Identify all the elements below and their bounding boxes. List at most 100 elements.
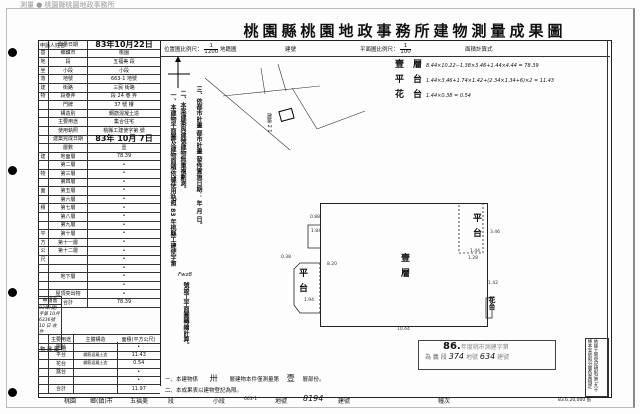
lot-boundary	[316, 110, 366, 130]
scale-num: 1	[204, 43, 219, 50]
building-no-label: 建號	[285, 47, 297, 53]
row-value: •	[122, 282, 126, 289]
stamp-lot-number: 374	[448, 352, 465, 361]
lot-boundary	[291, 87, 318, 130]
row-value: 壹	[121, 144, 127, 151]
location-map	[168, 56, 366, 151]
row-value: •	[122, 170, 126, 177]
table-row: 層數壹	[38, 143, 160, 153]
formula-label: 平 台	[395, 75, 423, 85]
note-floor: 壹	[286, 374, 295, 383]
table-row: 第六層•	[38, 194, 160, 205]
row-group: 公	[40, 248, 46, 255]
row-value: 37 號 樓	[114, 101, 134, 108]
row-value: •	[122, 196, 126, 203]
bottom-subsection-label: 小段	[213, 398, 226, 405]
annex-area: •	[137, 377, 141, 384]
row-value: •	[122, 213, 126, 220]
annex-row: •	[38, 376, 160, 386]
row-value: 83年 10月 7日	[95, 134, 153, 144]
map-sheet-label: 地籍圖	[220, 47, 237, 53]
row-value: 78.39	[116, 299, 132, 306]
table-row: 建築完成日期 83年 10月 7日	[38, 134, 160, 145]
plan-extensions	[293, 203, 493, 319]
table-row: 建街路 三民 街路	[38, 83, 160, 93]
row-group: 平	[40, 230, 46, 237]
row-label: 段	[48, 57, 88, 66]
applicant-label: 申請人姓名	[40, 43, 66, 49]
row-label: 地面層	[48, 151, 88, 161]
row-value: •	[122, 204, 126, 211]
stamp-text: 為 義 段	[425, 354, 447, 361]
flower-bed-label: 花台	[488, 296, 496, 310]
table-row: 第四層•	[38, 177, 160, 188]
formula-expression: 8.44×10.22−1.38×3.46+1.44×4.44 = 78.39	[426, 63, 539, 69]
scale-den: 1200	[204, 49, 219, 55]
row-group: 地	[40, 58, 46, 65]
print-info: 83.6.20,000 張	[558, 398, 592, 403]
dim-label: 1.84	[311, 229, 322, 234]
row-label: 街路	[48, 83, 88, 92]
table-row: 積第七層 •	[38, 203, 160, 213]
row-label: 第九層	[48, 220, 88, 230]
table-row: 物第三層•	[38, 169, 160, 179]
table-row: 平第十層 •	[38, 229, 160, 239]
table-row: 尺•	[38, 255, 160, 265]
note-3: 三、依都市計畫 都市計畫 發佈實施日期： 年 月 日。	[194, 86, 203, 316]
footer-note-1: 一、本建物係 卅 層建物本件僅測量第 壹 層部份。	[165, 373, 325, 384]
row-group: 尺	[40, 256, 46, 263]
annex-structure	[74, 342, 118, 351]
formula-label: 花 台	[395, 90, 423, 100]
note-1: 一、本建物平面圖及建物面積依據使用執照 83 年桃縣工建使字第	[168, 92, 177, 332]
annex-use: 合計	[48, 384, 74, 393]
row-group: 建	[40, 84, 46, 91]
table-row: 方第十一層•	[38, 237, 160, 248]
table-row: 公第十二層•	[38, 246, 160, 256]
annex-use: 露台	[48, 367, 74, 376]
table-row: 構造別鋼筋混凝土造	[38, 108, 160, 119]
row-value: 三民 街路	[113, 84, 135, 91]
stamp-building-number: 634	[479, 352, 496, 361]
row-value: •	[122, 178, 126, 185]
row-label: 第八層	[48, 212, 88, 221]
row-group: 落	[40, 76, 46, 83]
row-value: •	[122, 264, 126, 271]
bottom-section: 五福美	[130, 398, 149, 405]
table-row: 使用執照桃縣工建使字第 號	[38, 126, 160, 136]
row-label: 建築完成日期	[48, 134, 88, 144]
deck-right-label: 平台	[471, 213, 481, 243]
annex-structure: 鋼筋混凝土造	[74, 359, 118, 368]
dim-label: 1.28	[468, 256, 479, 261]
deck-left-outline	[293, 262, 320, 314]
row-value: •	[122, 230, 126, 237]
row-label: 第七層	[48, 203, 88, 212]
row-label: 第十二層	[48, 246, 88, 255]
row-value: 段 24 巷 弄	[110, 93, 138, 100]
application-box: 申請書 83年(建)字第 10月6336號 10 日 收件	[38, 296, 62, 350]
bottom-section-label: 段	[168, 398, 175, 405]
row-label: 第十一層	[48, 237, 88, 247]
formula-expression: 1.44×3.46+1.74×1.42+(2.34×1.34+6)×2 = 11…	[426, 78, 555, 84]
stamp-year: 86.	[443, 341, 461, 352]
table-row: 物段巷弄段 24 巷 弄	[38, 91, 160, 102]
row-group: 積	[40, 205, 46, 212]
annex-structure	[74, 384, 118, 393]
note-1-text: 一、本建物平面圖及建物面積依據使用執照 83 年桃縣工建使字第	[169, 92, 176, 267]
faint-header: 測量 ● 桃園縣桃園地政事務所	[20, 1, 115, 9]
dim-label: 0.38	[281, 255, 292, 260]
punch-hole-icon	[8, 48, 17, 57]
document-title: 桃園縣桃園地政事務所建物測量成果圖	[243, 22, 567, 40]
formula-expression: 1.44×0.38 = 0.54	[426, 93, 471, 99]
row-label	[48, 263, 88, 273]
area-formula-label: 面積計算式	[465, 47, 493, 53]
annex-header: 主要用途主體構造面積(平方公尺)	[38, 334, 160, 345]
location-scale: 位置圖比例尺： 1 1200 地籍圖	[164, 43, 237, 55]
row-label: 第十層	[48, 229, 88, 238]
table-row: 地段五福美 段	[38, 57, 160, 67]
